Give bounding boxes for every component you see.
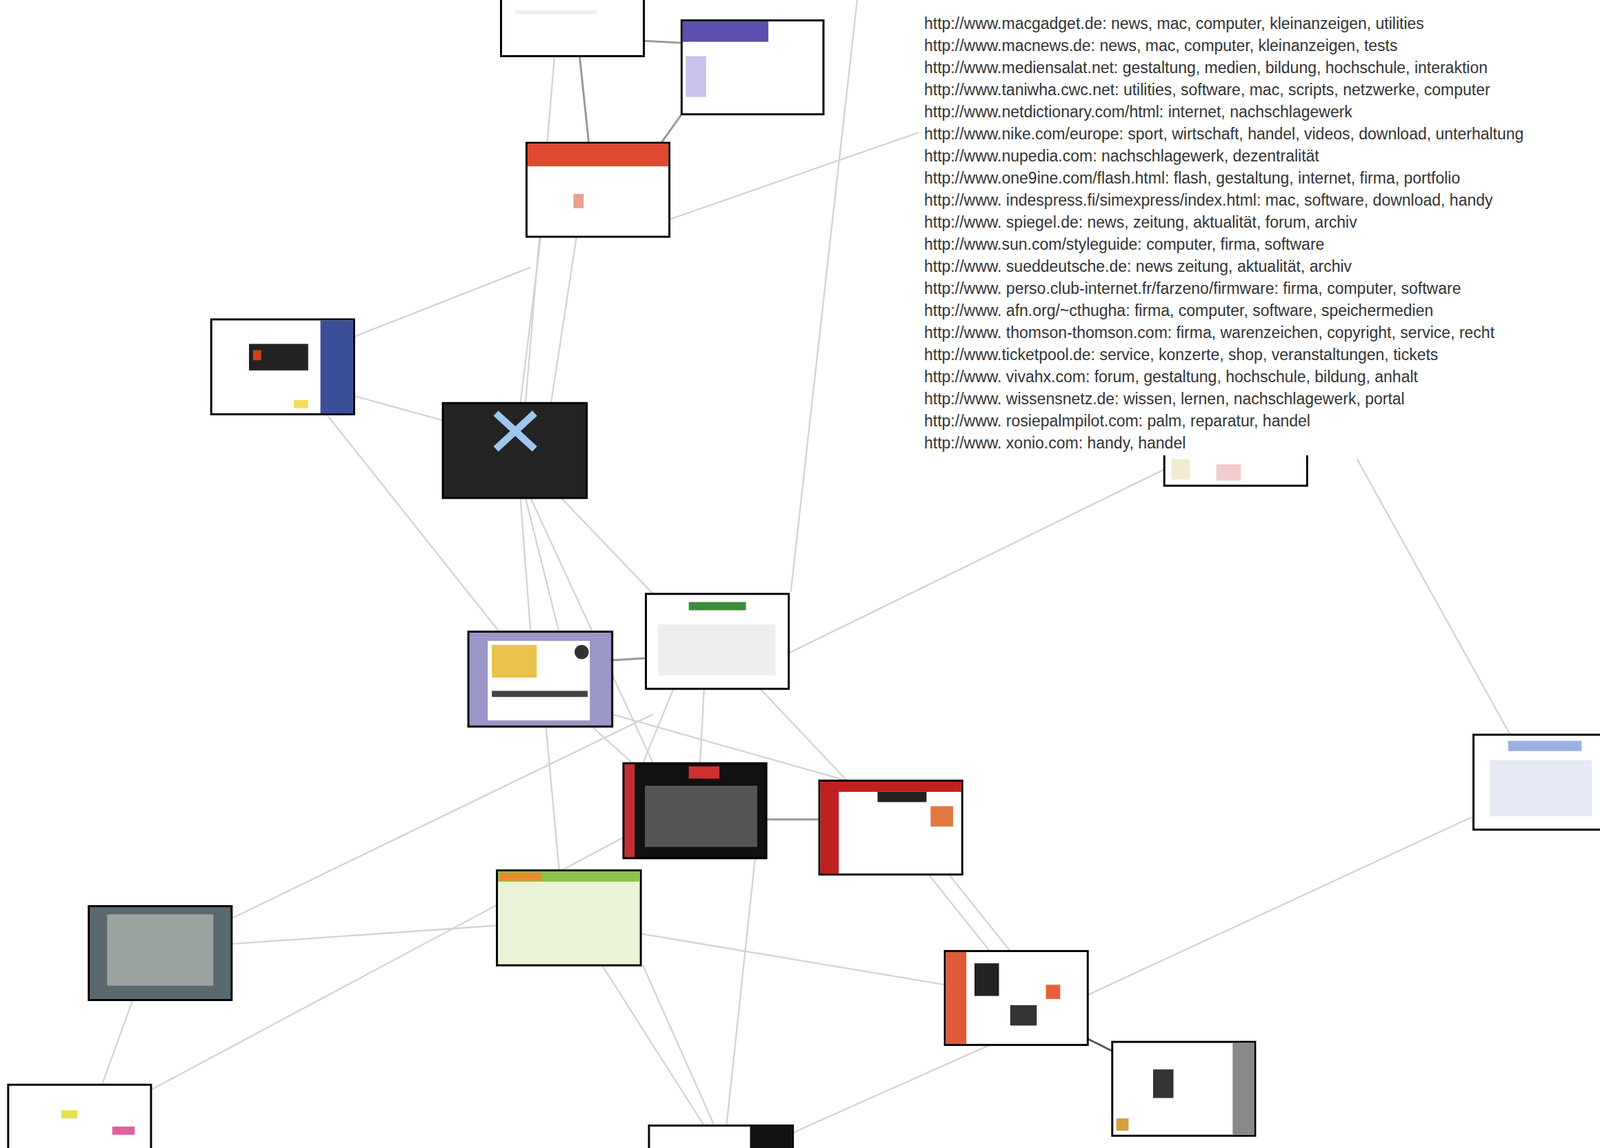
url-keywords: http://www.macnews.de: news, mac, comput… bbox=[924, 34, 1524, 57]
url-keywords: http://www. wissensnetz.de: wissen, lern… bbox=[924, 387, 1524, 410]
url-keywords: http://www.nike.com/europe: sport, wirts… bbox=[924, 122, 1524, 145]
url-keywords: http://www. perso.club-internet.fr/farze… bbox=[924, 277, 1524, 300]
url-keywords: http://www. rosiepalmpilot.com: palm, re… bbox=[924, 409, 1524, 432]
url-keywords: http://www.netdictionary.com/html: inter… bbox=[924, 100, 1524, 123]
site-thumbnails bbox=[8, 0, 1600, 1148]
url-keywords: http://www.ticketpool.de: service, konze… bbox=[924, 343, 1524, 366]
url-keywords: http://www.mediensalat.net: gestaltung, … bbox=[924, 56, 1524, 79]
url-keywords: http://www. thomson-thomson.com: firma, … bbox=[924, 321, 1524, 344]
url-keywords: http://www. indespress.fi/simexpress/ind… bbox=[924, 188, 1524, 212]
url-keywords: http://www. xonio.com: handy, handel bbox=[924, 431, 1524, 454]
url-keywords: http://www. vivahx.com: forum, gestaltun… bbox=[924, 365, 1524, 388]
url-keywords: http://www.taniwha.cwc.net: utilities, s… bbox=[924, 78, 1524, 101]
url-keywords: http://www.macgadget.de: news, mac, comp… bbox=[924, 12, 1524, 35]
url-keywords: http://www.nupedia.com: nachschlagewerk,… bbox=[924, 144, 1524, 167]
url-keywords: http://www. sueddeutsche.de: news zeitun… bbox=[924, 255, 1524, 278]
url-keywords: http://www. afn.org/~cthugha: firma, com… bbox=[924, 299, 1524, 322]
url-keywords: http://www. spiegel.de: news, zeitung, a… bbox=[924, 211, 1524, 234]
url-keywords: http://www.sun.com/styleguide: computer,… bbox=[924, 233, 1524, 256]
url-keyword-list: http://www.macgadget.de: news, mac, comp… bbox=[921, 11, 1527, 456]
url-keywords: http://www.one9ine.com/flash.html: flash… bbox=[924, 166, 1524, 189]
